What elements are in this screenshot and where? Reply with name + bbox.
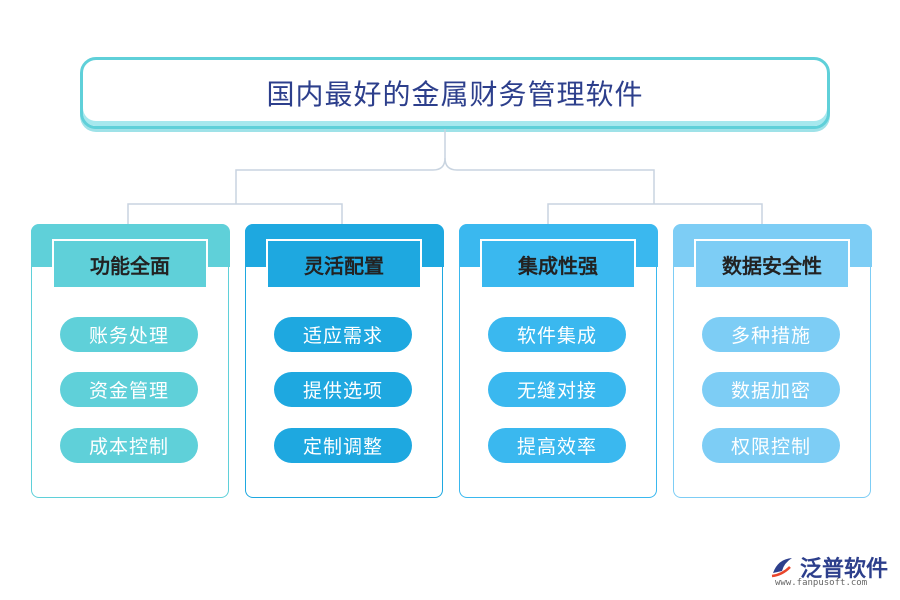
column-3-item-3: 提高效率 bbox=[488, 428, 626, 463]
connector-trunk-right bbox=[444, 157, 655, 190]
connector-trunk bbox=[235, 129, 446, 190]
column-4: 数据安全性 多种措施 数据加密 权限控制 bbox=[672, 224, 872, 498]
fanpu-logo-icon bbox=[771, 558, 792, 578]
column-4-item-1: 多种措施 bbox=[702, 317, 840, 352]
column-2-item-1: 适应需求 bbox=[274, 317, 412, 352]
column-3-item-1: 软件集成 bbox=[488, 317, 626, 352]
column-4-item-3: 权限控制 bbox=[702, 428, 840, 463]
column-1-header: 功能全面 bbox=[52, 239, 208, 289]
column-3: 集成性强 软件集成 无缝对接 提高效率 bbox=[458, 224, 658, 498]
column-2-header: 灵活配置 bbox=[266, 239, 422, 289]
diagram-title: 国内最好的金属财务管理软件 bbox=[266, 78, 644, 111]
column-3-header: 集成性强 bbox=[480, 239, 636, 289]
column-2-item-3: 定制调整 bbox=[274, 428, 412, 463]
brand-logo: 泛普软件 bbox=[770, 551, 888, 583]
logo-name: 泛普软件 bbox=[800, 557, 889, 582]
title-box: 国内最好的金属财务管理软件 bbox=[80, 57, 830, 129]
column-4-header: 数据安全性 bbox=[694, 239, 850, 289]
column-1-item-3: 成本控制 bbox=[60, 428, 198, 463]
column-1-item-1: 账务处理 bbox=[60, 317, 198, 352]
column-3-item-2: 无缝对接 bbox=[488, 372, 626, 407]
column-2-item-2: 提供选项 bbox=[274, 372, 412, 407]
column-1: 功能全面 账务处理 资金管理 成本控制 bbox=[30, 224, 230, 498]
connector-left-branch bbox=[127, 203, 343, 224]
column-1-item-2: 资金管理 bbox=[60, 372, 198, 407]
column-4-item-2: 数据加密 bbox=[702, 372, 840, 407]
column-2: 灵活配置 适应需求 提供选项 定制调整 bbox=[244, 224, 444, 498]
connector-right-branch bbox=[547, 203, 763, 224]
logo-url: www.fanpusoft.com bbox=[775, 578, 868, 588]
